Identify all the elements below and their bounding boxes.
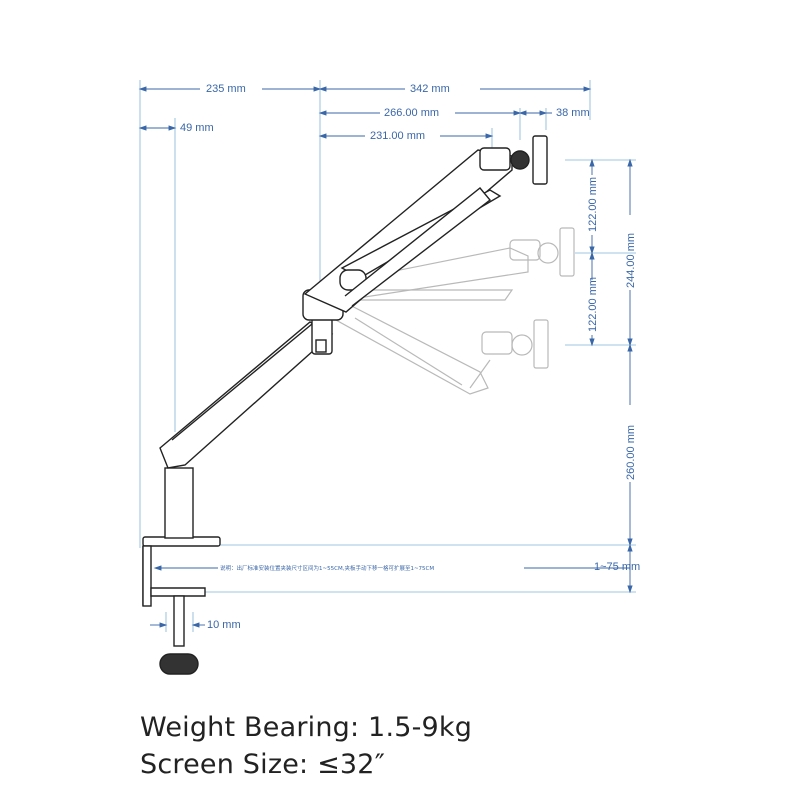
dim-122-top: 122.00 mm xyxy=(587,177,599,232)
dim-49: 49 mm xyxy=(180,122,214,134)
dim-122-bottom: 122.00 mm xyxy=(587,277,599,332)
clamp-range-note: 说明：出厂标准安装位置夹装尺寸区间为1~55CM,夹板手动下移一格可扩展至1~7… xyxy=(220,564,434,572)
dim-266: 266.00 mm xyxy=(384,107,439,119)
tilt-head xyxy=(479,147,511,171)
dim-38: 38 mm xyxy=(556,107,590,119)
dim-260: 260.00 mm xyxy=(625,425,637,480)
dim-244: 244.00 mm xyxy=(625,233,637,288)
lower-arm xyxy=(159,321,334,469)
dim-235: 235 mm xyxy=(206,83,246,95)
extension-lines xyxy=(139,80,636,632)
clamp-knob xyxy=(159,653,199,675)
dimension-lines xyxy=(138,86,633,628)
weight-bearing-spec: Weight Bearing: 1.5-9kg xyxy=(140,712,473,743)
screen-size-spec: Screen Size: ≤32″ xyxy=(140,749,385,780)
dimension-labels: 235 mm 342 mm 266.00 mm 38 mm 49 mm 231.… xyxy=(180,83,640,631)
dim-231: 231.00 mm xyxy=(370,130,425,142)
dim-342: 342 mm xyxy=(410,83,450,95)
ghost-arm-positions xyxy=(335,227,575,395)
vesa-plate xyxy=(532,135,548,185)
dim-10: 10 mm xyxy=(207,619,241,631)
pole xyxy=(164,467,194,539)
dim-1-75: 1~75 mm xyxy=(594,561,640,573)
monitor-arm xyxy=(142,135,548,675)
upper-arm xyxy=(303,149,513,313)
clamp-screw xyxy=(173,595,185,647)
tilt-knob xyxy=(510,150,530,170)
